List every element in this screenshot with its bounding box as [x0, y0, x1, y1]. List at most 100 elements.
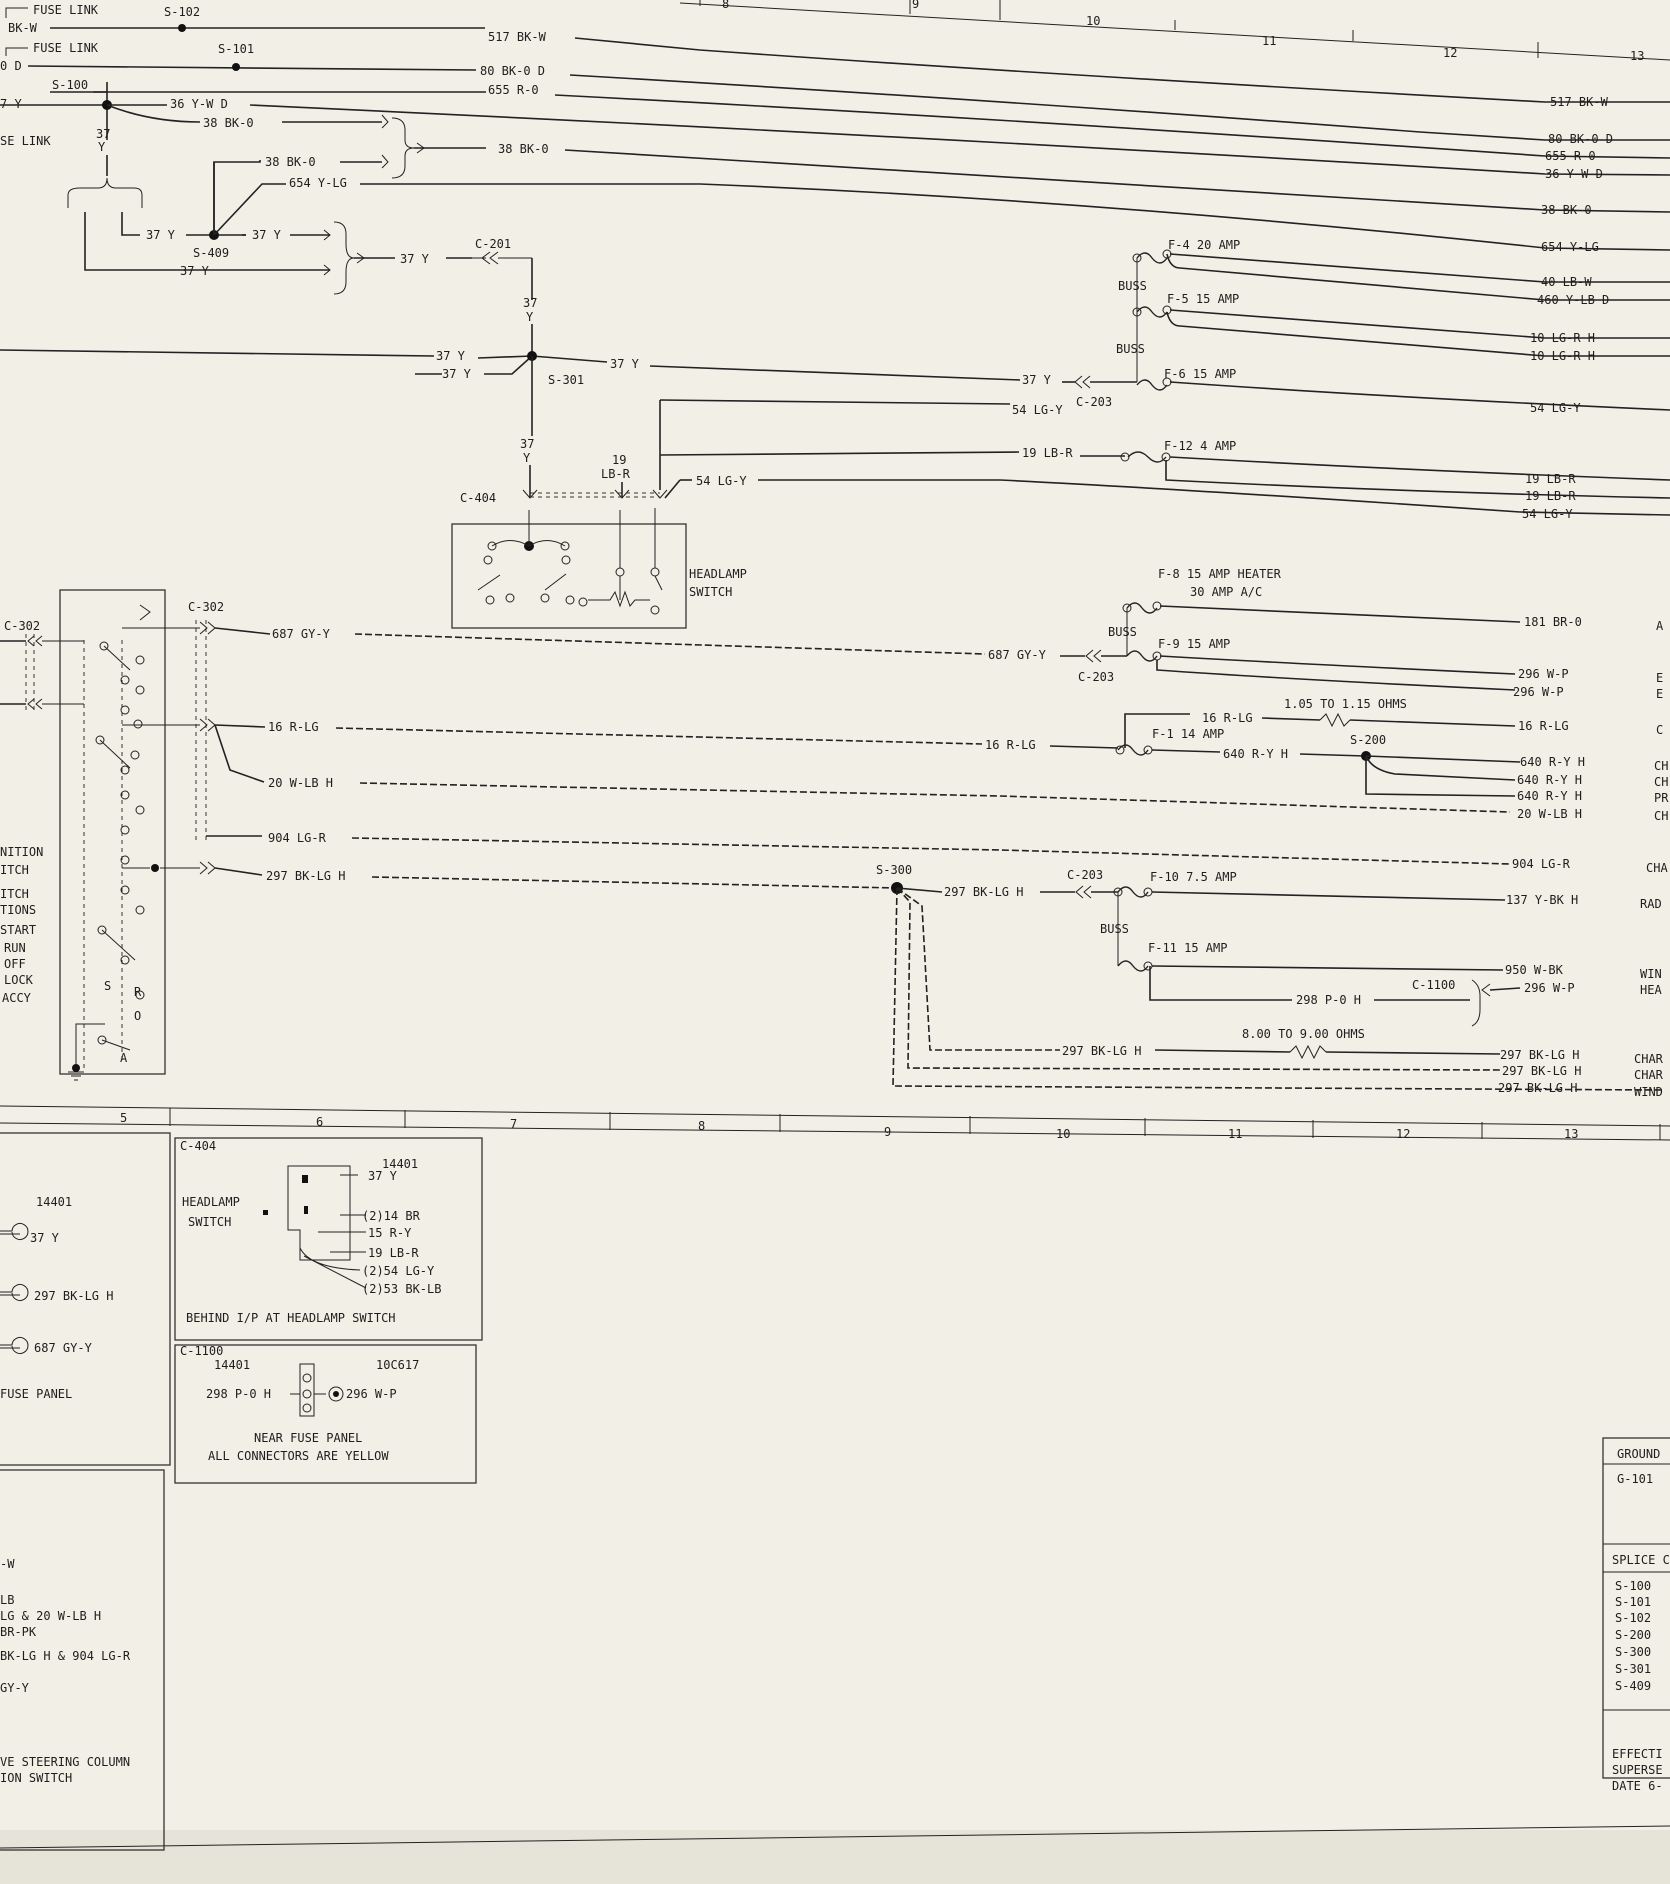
destination-label: A	[1656, 619, 1664, 633]
panel-name: SWITCH	[188, 1215, 231, 1229]
panel-note: FUSE PANEL	[0, 1387, 72, 1401]
destination-label: C	[1656, 723, 1663, 737]
pin-label: 19 LB-R	[368, 1246, 419, 1260]
pin-label: 297 BK-LG H	[34, 1289, 113, 1303]
pin-label: (2)14 BR	[362, 1209, 421, 1223]
wire-label: 296 W-P	[1513, 685, 1564, 699]
wire-label: 904 LG-R	[268, 831, 327, 845]
ignition-label: ITCH	[0, 863, 29, 877]
wire-label: Y	[98, 140, 106, 154]
headlamp-switch: HEADLAMP SWITCH	[451, 508, 747, 629]
wire-label: 54 LG-Y	[1522, 507, 1573, 521]
fuse-link-label: FUSE LINK	[33, 3, 99, 17]
table-cell: S-100	[1615, 1579, 1651, 1593]
wire-label: 37	[520, 437, 534, 451]
table-title: GROUND	[1617, 1447, 1660, 1461]
destination-label: E	[1656, 671, 1663, 685]
ignition-label: LOCK	[4, 973, 34, 987]
buss-label: BUSS	[1108, 625, 1137, 639]
ignition-label: TIONS	[0, 903, 36, 917]
fuse-label: F-1 14 AMP	[1152, 727, 1224, 741]
pin-label: (2)53 BK-LB	[362, 1282, 441, 1296]
zone-label: 10	[1056, 1127, 1070, 1141]
connector-label: C-203	[1076, 395, 1112, 409]
ignition-label: START	[0, 923, 36, 937]
fuse-link-label: SE LINK	[0, 134, 51, 148]
ignition-label: NITION	[0, 845, 43, 859]
panel-note: NEAR FUSE PANEL	[254, 1431, 362, 1445]
panel-line: BK-LG H & 904 LG-R	[0, 1649, 131, 1663]
splice-label: S-409	[193, 246, 229, 260]
part-number: 10C617	[376, 1358, 419, 1372]
wire-label: 137 Y-BK H	[1506, 893, 1578, 907]
fuse-block-lower: F-8 15 AMP HEATER 30 AMP A/C 181 BR-0 BU…	[1100, 567, 1669, 1099]
wire-label: 54 LG-Y	[1530, 401, 1581, 415]
lower-left-panel: -W LB LG & 20 W-LB H BR-PK BK-LG H & 904…	[0, 1469, 165, 1851]
resistor-label: 1.05 TO 1.15 OHMS	[1284, 697, 1407, 711]
splice-label: S-101	[218, 42, 254, 56]
wire-label: Y	[523, 451, 531, 465]
wire-label: 38 BK-0	[265, 155, 316, 169]
wire-label: 296 W-P	[1524, 981, 1575, 995]
destination-label: CHAR	[1634, 1052, 1664, 1066]
destination-label: CH	[1654, 775, 1668, 789]
connector-label: C-201	[475, 237, 511, 251]
wire-label: 38 BK-0	[203, 116, 254, 130]
destination-label: HEA	[1640, 983, 1662, 997]
wire-label: 654 Y-LG	[289, 176, 347, 190]
wire-label: 37 Y	[400, 252, 430, 266]
splice-label: S-300	[876, 863, 912, 877]
middle-wiring: 687 GY-Y 687 GY-Y C-203 16 R-LG 16 R-LG …	[122, 621, 1663, 1091]
right-tables: GROUND G-101 SPLICE C S-100 S-101 S-102 …	[1602, 1437, 1670, 1793]
destination-label: CHA	[1646, 861, 1668, 875]
wire-label: 687 GY-Y	[988, 648, 1047, 662]
fuse-block-upper: F-4 20 AMP 40 LB-W 460 Y-LB D BUSS F-5 1…	[1116, 95, 1670, 521]
wire-label: 16 R-LG	[1518, 719, 1569, 733]
wire-label: 640 R-Y H	[1520, 755, 1585, 769]
table-cell: S-409	[1615, 1679, 1651, 1693]
wire-label: 36 Y-W D	[170, 97, 228, 111]
wire-label: 298 P-0 H	[1296, 993, 1361, 1007]
destination-label: CH	[1654, 809, 1668, 823]
table-note: DATE 6-	[1612, 1779, 1663, 1793]
connector-label: C-302	[188, 600, 224, 614]
table-note: SUPERSE	[1612, 1763, 1663, 1777]
wire-label: 37 Y	[1022, 373, 1052, 387]
wire-label: 38 BK-0	[498, 142, 549, 156]
ignition-mark: A	[120, 1051, 128, 1065]
wire-label: 37 Y	[252, 228, 282, 242]
panel-name: HEADLAMP	[182, 1195, 240, 1209]
resistor-label: 8.00 TO 9.00 OHMS	[1242, 1027, 1365, 1041]
ignition-label: OFF	[4, 957, 26, 971]
fuse-label: F-8 15 AMP HEATER	[1158, 567, 1282, 581]
wire-label: 655 R-0	[1545, 149, 1596, 163]
ignition-label: ITCH	[0, 887, 29, 901]
ignition-mark: R	[134, 985, 142, 999]
top-zone-ruler: 8 9 10 11 12 13	[679, 0, 1670, 63]
fuse-link-label: FUSE LINK	[33, 41, 99, 55]
wire-label: 37 Y	[180, 264, 210, 278]
pin-label: 37 Y	[30, 1231, 60, 1245]
wire-label: 80 BK-0 D	[1548, 132, 1613, 146]
destination-label: RAD	[1640, 897, 1662, 911]
panel-note: ION SWITCH	[0, 1771, 72, 1785]
connector-label: C-1100	[1412, 978, 1455, 992]
table-note: EFFECTI	[1612, 1747, 1663, 1761]
pin-label: 296 W-P	[346, 1387, 397, 1401]
buss-label: BUSS	[1116, 342, 1145, 356]
table-cell: S-102	[1615, 1611, 1651, 1625]
pin-label: 37 Y	[368, 1169, 398, 1183]
table-title: SPLICE C	[1612, 1553, 1670, 1567]
wire-label: 19 LB-R	[1022, 446, 1073, 460]
wire-label: 517 BK-W	[1550, 95, 1609, 109]
wire-label: 640 R-Y H	[1517, 789, 1582, 803]
fuse-link-color: 0 D	[0, 59, 22, 73]
panel-line: LG & 20 W-LB H	[0, 1609, 101, 1623]
wire-label: 37 Y	[436, 349, 466, 363]
fuse-link-color: BK-W	[8, 21, 38, 35]
fuse-label: F-9 15 AMP	[1158, 637, 1230, 651]
wire-label: 54 LG-Y	[696, 474, 747, 488]
wire-label: 296 W-P	[1518, 667, 1569, 681]
destination-label: CHAR	[1634, 1068, 1664, 1082]
